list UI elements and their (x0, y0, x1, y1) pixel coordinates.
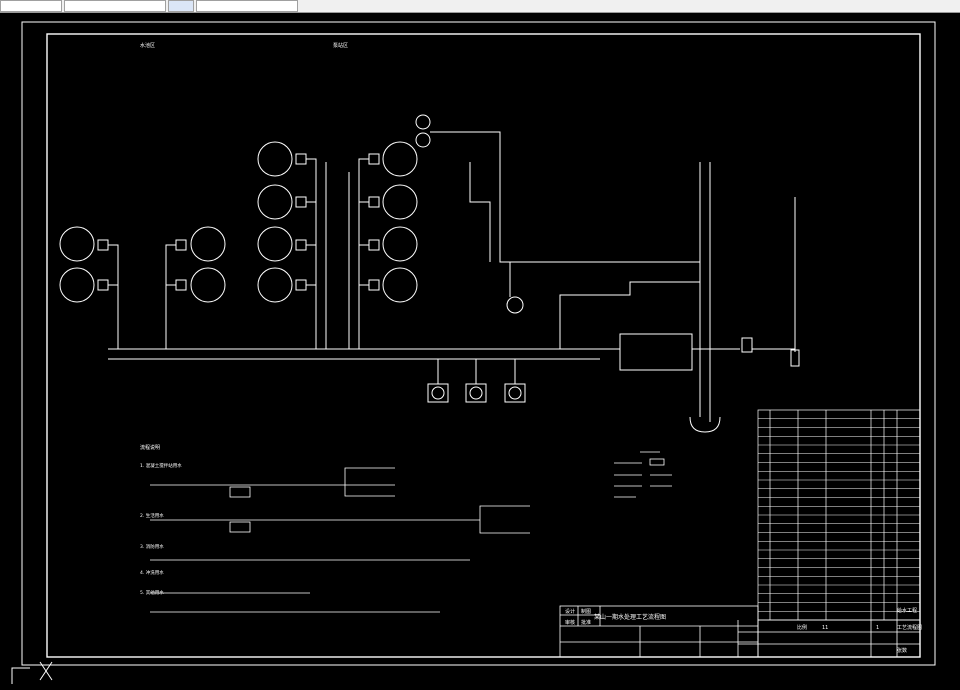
valve-block (368, 153, 380, 165)
valve-block (97, 279, 109, 291)
toolbar-field-2[interactable] (64, 0, 166, 12)
area-label-1: 水池区 (140, 42, 155, 49)
tank-group (59, 114, 431, 303)
inner-frame (46, 33, 921, 658)
pipe-bend (689, 416, 721, 433)
flow-note-lines (150, 467, 530, 613)
tank-circle (382, 226, 418, 262)
flow-line (344, 467, 395, 485)
pipe (430, 131, 511, 297)
valve-block (295, 279, 307, 291)
tank-circle (257, 184, 293, 220)
drawing-number: 工艺流程图 (897, 624, 922, 631)
tank-circle (59, 226, 95, 262)
title-block (737, 619, 921, 658)
scale-label: 比例 (797, 624, 807, 631)
toolbar-field-1[interactable] (0, 0, 62, 12)
flow-line (479, 505, 530, 520)
tank-circle (382, 267, 418, 303)
tank-circle (382, 141, 418, 177)
tank-circle (190, 267, 226, 303)
drawing-title: 某山一期水处理工艺流程图 (594, 613, 666, 621)
small-tank (415, 114, 431, 130)
cad-drawing-canvas[interactable]: 水池区 泵站区 (0, 12, 960, 690)
treatment-unit (619, 333, 693, 371)
pump-symbol (469, 386, 483, 400)
ucs-cross (39, 661, 53, 681)
tank-circle (257, 267, 293, 303)
pipe (559, 281, 700, 349)
flow-line-label: 1. 混凝土搅拌站用水 (140, 462, 182, 469)
pipe (165, 244, 176, 286)
pipe (108, 244, 119, 286)
tank-circle (257, 226, 293, 262)
flow-line-label: 2. 生活用水 (140, 512, 164, 519)
pipe (469, 162, 491, 262)
title-block-text: 某山一期水处理工艺流程图 设计 审核 制图 批准 比例 11 1 给水工程 工艺… (565, 607, 922, 654)
draw-label: 制图 (581, 608, 591, 615)
pump-symbol (508, 386, 522, 400)
valve-block (295, 153, 307, 165)
title-left-frame (559, 605, 759, 658)
app-toolbar (0, 0, 960, 13)
sheet-value: 1 (876, 625, 879, 631)
tank-circle (190, 226, 226, 262)
toolbar-field-4[interactable] (196, 0, 298, 12)
pump-box (427, 383, 449, 403)
no-value: 11 (822, 625, 828, 631)
flow-notes: 1. 混凝土搅拌站用水 2. 生活用水 3. 消防用水 4. 冲洗用水 5. 其… (140, 462, 182, 596)
tank-circle (59, 267, 95, 303)
valve-block (175, 279, 187, 291)
valve-block (368, 196, 380, 208)
ucs-axis (11, 667, 30, 684)
pipe (358, 158, 369, 286)
toolbar-field-3[interactable] (168, 0, 194, 12)
notes-heading: 流程说明 (140, 444, 160, 451)
pump-box (504, 383, 526, 403)
pipe (306, 158, 317, 286)
valve-block (368, 279, 380, 291)
valve-block (368, 239, 380, 251)
flow-line (479, 520, 530, 534)
valve-block (295, 196, 307, 208)
legend-symbols (614, 451, 672, 498)
approve-label: 批准 (581, 619, 591, 626)
piping-network (108, 131, 800, 433)
valve-blocks (97, 153, 380, 291)
outer-frame (21, 21, 936, 666)
valve-block (295, 239, 307, 251)
design-label: 设计 (565, 608, 575, 615)
sheet-label: 张数 (897, 647, 907, 654)
flow-line-label: 4. 冲洗用水 (140, 569, 164, 576)
flow-line-label: 5. 其他用水 (140, 589, 164, 596)
area-label-2: 泵站区 (333, 42, 348, 49)
title-left-block (559, 605, 759, 658)
flow-box (229, 486, 251, 498)
check-label: 审核 (565, 619, 575, 626)
tank-circle (382, 184, 418, 220)
valve-block (175, 239, 187, 251)
valve-block (97, 239, 109, 251)
title-block-frame (757, 619, 921, 658)
pump-symbol (506, 296, 524, 314)
table-rows (758, 418, 920, 612)
flow-line-label: 3. 消防用水 (140, 543, 164, 550)
small-tank (415, 132, 431, 148)
flow-line (344, 485, 395, 497)
pump-symbol (431, 386, 445, 400)
company-name: 给水工程 (897, 607, 917, 614)
meter-unit (741, 337, 753, 353)
flow-box (229, 521, 251, 533)
ucs-icon (11, 661, 53, 684)
legend-valve (649, 458, 665, 466)
filter-unit (790, 349, 800, 367)
tank-circle (257, 141, 293, 177)
pump-box (465, 383, 487, 403)
